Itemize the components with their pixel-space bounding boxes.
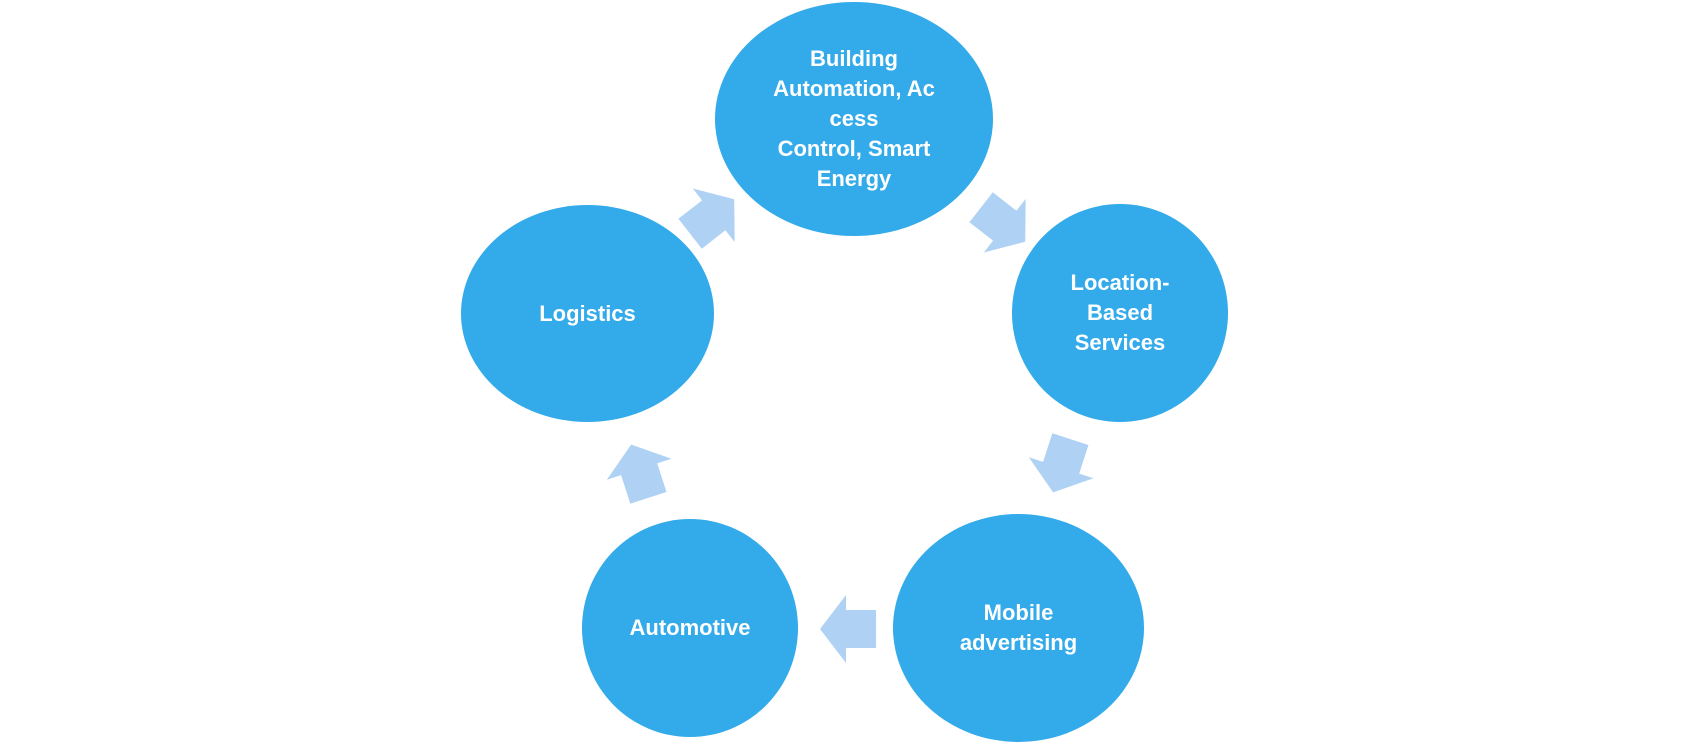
node-label: cess bbox=[829, 106, 879, 131]
node-mobile-advertising: Mobile advertising bbox=[893, 514, 1144, 742]
arrow-building-to-location bbox=[969, 192, 1026, 253]
node-logistics-text: Logistics bbox=[539, 299, 636, 329]
node-building-automation: Building Automation, Ac cess Control, Sm… bbox=[715, 2, 993, 236]
node-location-based-services: Location- Based Services bbox=[1012, 204, 1228, 422]
node-label: Logistics bbox=[539, 300, 636, 326]
node-location-based-services-text: Location- Based Services bbox=[1071, 268, 1170, 358]
node-label: Automotive bbox=[629, 615, 751, 640]
node-logistics: Logistics bbox=[461, 205, 714, 422]
node-building-automation-text: Building Automation, Ac cess Control, Sm… bbox=[773, 44, 935, 194]
node-label: Automation, Ac bbox=[773, 76, 935, 101]
arrow-location-to-mobile bbox=[1028, 433, 1094, 493]
node-label: Mobile bbox=[983, 600, 1054, 625]
arrow-mobile-to-automotive bbox=[820, 595, 876, 663]
node-label: Based bbox=[1086, 300, 1154, 325]
node-label: Energy bbox=[816, 166, 892, 191]
node-label: Services bbox=[1074, 330, 1166, 355]
node-automotive-text: Automotive bbox=[630, 613, 751, 643]
node-mobile-advertising-text: Mobile advertising bbox=[960, 598, 1077, 658]
arrow-logistics-to-building bbox=[678, 188, 735, 249]
node-automotive: Automotive bbox=[582, 519, 798, 737]
node-label: Control, Smart bbox=[777, 136, 931, 161]
node-label: advertising bbox=[959, 630, 1078, 655]
node-label: Location- bbox=[1070, 270, 1170, 295]
arrow-automotive-to-logistics bbox=[606, 444, 672, 504]
node-label: Building bbox=[810, 46, 898, 71]
